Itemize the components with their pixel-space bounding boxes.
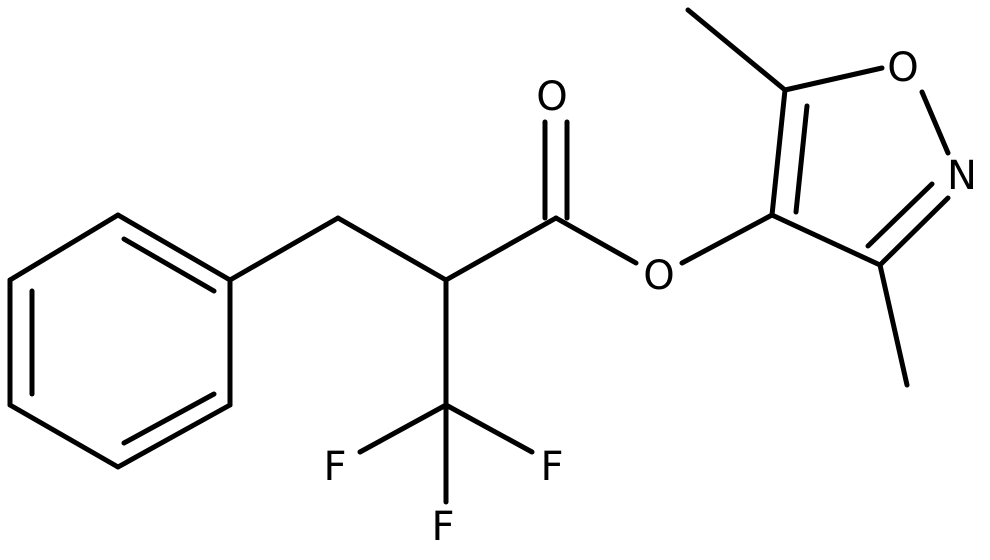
atom-n-ring: N [947, 153, 977, 199]
bond-o-n [919, 89, 951, 156]
atom-f-bottom: F [431, 504, 454, 550]
atom-o-ring: O [887, 45, 918, 91]
bond-c4-c5-b [793, 103, 810, 215]
benzene-ring [7, 212, 233, 470]
bond-benzene-1-inner [121, 236, 217, 294]
bond-c-o-single [553, 215, 639, 266]
cf3-group [357, 402, 535, 505]
bond-c3-methyl [877, 262, 910, 388]
bond-benzene-3 [115, 402, 233, 470]
methyl-groups [685, 7, 910, 388]
bond-ch-carbonyl [443, 215, 559, 283]
atom-o-ester: O [643, 253, 674, 299]
atom-f-left: F [323, 444, 346, 490]
isoxazole-ring [769, 65, 951, 268]
bond-ch2-ch [335, 215, 449, 283]
bond-n-c3-b [865, 181, 935, 249]
atom-o-carbonyl: O [536, 74, 567, 120]
atom-f-right: F [540, 444, 563, 490]
bond-c-f-right [443, 402, 535, 455]
bond-o-isoxazole [679, 212, 775, 266]
bond-benzene-4 [7, 402, 121, 470]
bond-c4-c5-a [769, 87, 788, 218]
bond-n-c3-a [877, 195, 951, 268]
bond-benzene-3-inner [121, 391, 217, 446]
bond-benzene-1 [115, 212, 233, 283]
bond-benzene-6 [7, 212, 121, 283]
carbon-chain [227, 215, 559, 408]
bond-c5-o [782, 65, 885, 93]
ester-group [542, 119, 775, 266]
bond-c3-c4 [769, 212, 883, 268]
bond-c-f-left [357, 402, 449, 455]
bond-c5-methyl [685, 7, 788, 93]
bond-phenyl-ch2 [227, 215, 341, 283]
